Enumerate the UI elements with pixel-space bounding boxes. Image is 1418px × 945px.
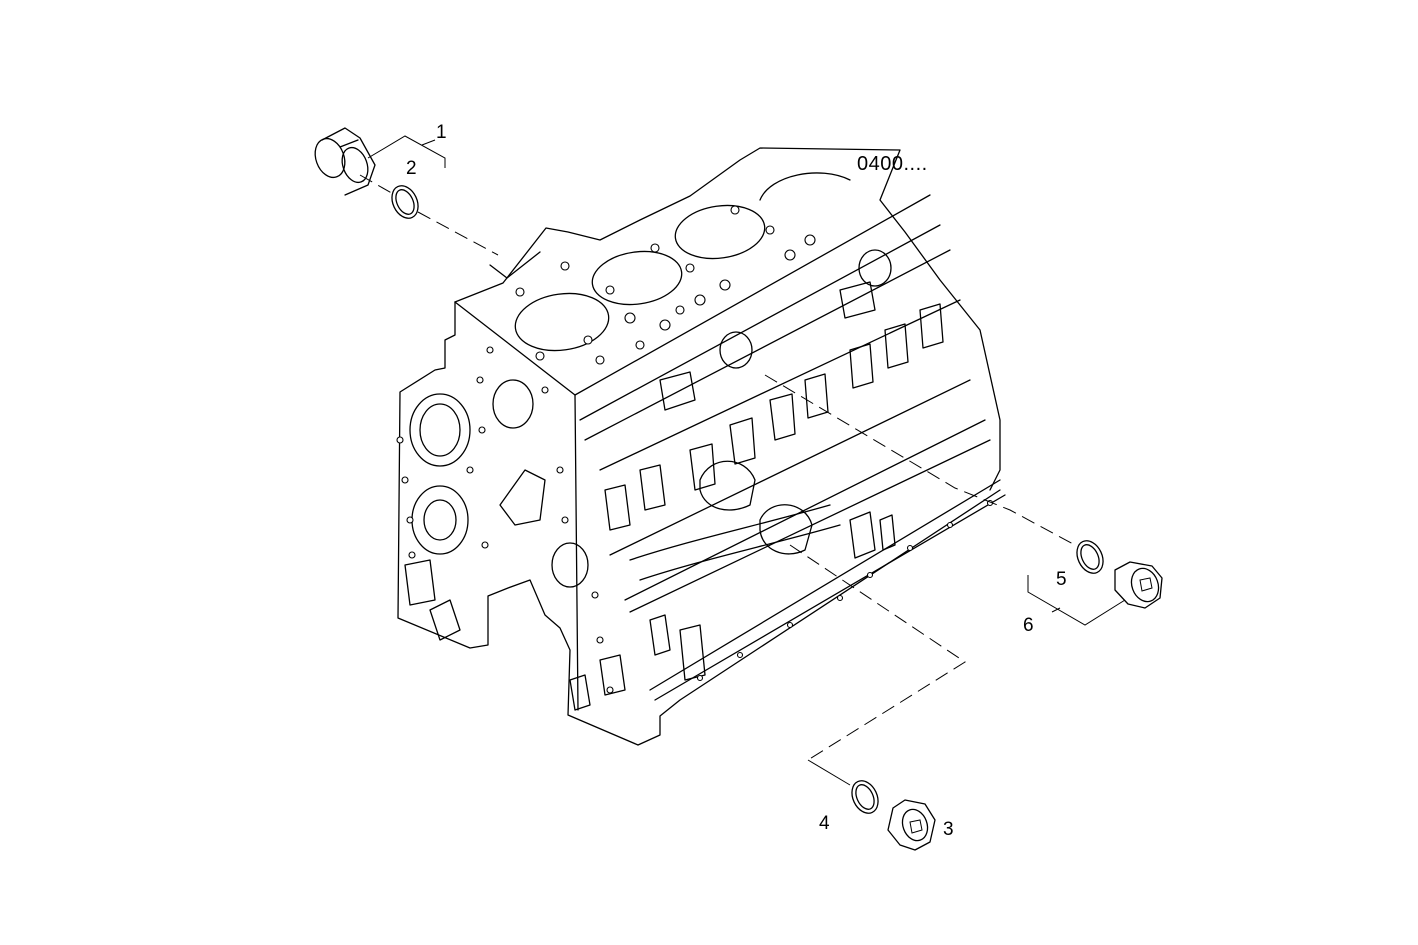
callout-2: 2 [406, 158, 417, 179]
callout-5: 5 [1056, 569, 1067, 590]
engine-block [396, 147, 1006, 746]
front-face-holes [396, 346, 614, 694]
callout-3: 3 [943, 819, 954, 840]
plug-part-3[interactable] [887, 799, 936, 851]
reference-code: 0400.... [857, 153, 928, 175]
callout-6: 6 [1023, 615, 1034, 636]
plug-part-1[interactable] [310, 127, 376, 196]
callout-4: 4 [819, 813, 830, 834]
washer-part-5[interactable] [1072, 537, 1108, 578]
plug-part-6[interactable] [1114, 561, 1163, 609]
washer-part-2[interactable] [387, 182, 423, 223]
pan-rail-holes [696, 499, 994, 682]
washer-part-4[interactable] [847, 777, 883, 818]
assembly-lines [359, 135, 1126, 786]
callout-1: 1 [436, 122, 447, 143]
deck-bolt-holes [515, 205, 816, 365]
